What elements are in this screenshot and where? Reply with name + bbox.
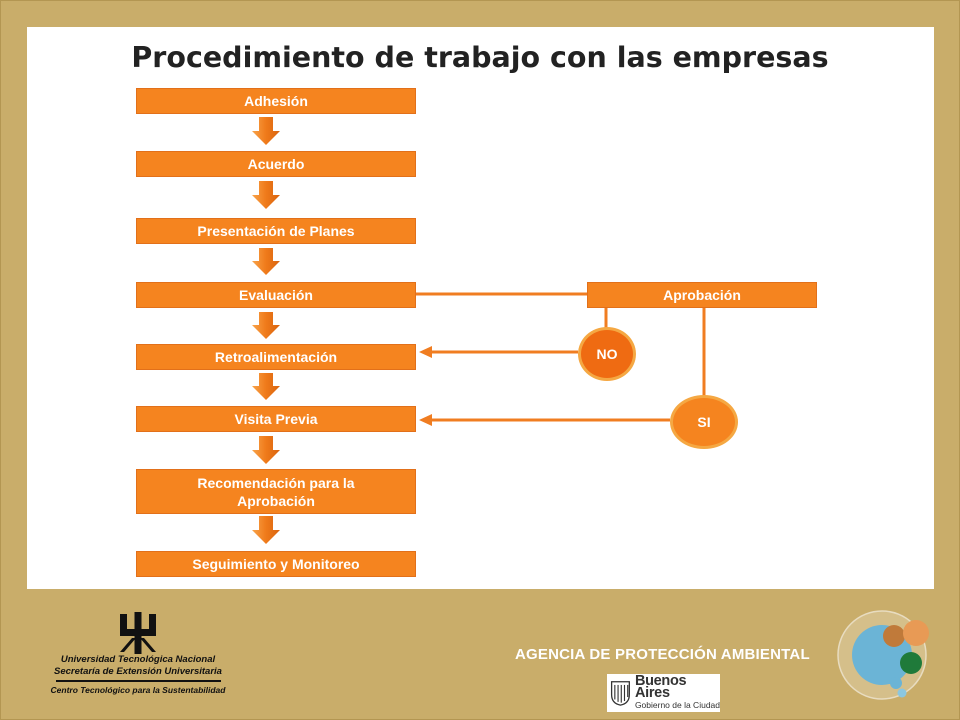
utn-secretaria: Secretaría de Extensión Universitaria xyxy=(54,666,222,677)
step-retroalimentacion[interactable]: Retroalimentación xyxy=(136,344,416,370)
ba-shield-icon xyxy=(610,681,630,706)
page-title: Procedimiento de trabajo con las empresa… xyxy=(131,41,829,74)
utn-divider xyxy=(55,680,221,682)
utn-name: Universidad Tecnológica Nacional xyxy=(60,654,216,665)
step-evaluacion[interactable]: Evaluación xyxy=(136,282,416,308)
decision-no[interactable]: NO xyxy=(578,327,636,381)
step-acuerdo[interactable]: Acuerdo xyxy=(136,151,416,177)
buenos-aires-logo: Buenos Aires Gobierno de la Ciudad xyxy=(607,674,720,712)
decorative-circles-icon xyxy=(837,610,929,700)
approval-box[interactable]: Aprobación xyxy=(587,282,817,308)
utn-logo: Universidad Tecnológica Nacional Secreta… xyxy=(48,612,228,712)
step-presentacion-planes[interactable]: Presentación de Planes xyxy=(136,218,416,244)
ba-sub: Gobierno de la Ciudad xyxy=(634,700,720,710)
utn-centro: Centro Tecnológico para la Sustentabilid… xyxy=(50,685,226,695)
decision-si[interactable]: SI xyxy=(670,395,738,449)
utn-emblem-icon xyxy=(120,612,156,654)
step-seguimiento[interactable]: Seguimiento y Monitoreo xyxy=(136,551,416,577)
ba-name: Buenos Aires xyxy=(634,673,687,701)
step-recomendacion[interactable]: Recomendación para la Aprobación xyxy=(136,469,416,514)
agency-title: AGENCIA DE PROTECCIÓN AMBIENTAL xyxy=(515,646,810,663)
step-visita-previa[interactable]: Visita Previa xyxy=(136,406,416,432)
step-adhesion[interactable]: Adhesión xyxy=(136,88,416,114)
